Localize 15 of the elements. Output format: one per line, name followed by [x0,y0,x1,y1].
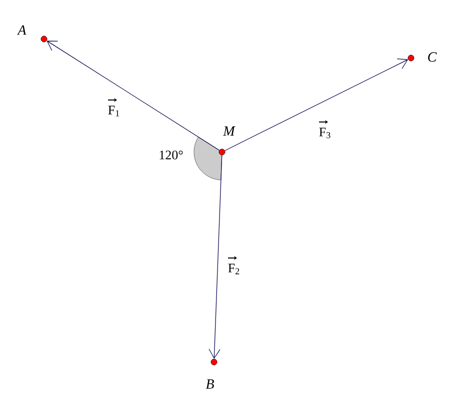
force-vector [208,154,222,359]
point [40,36,48,42]
point [218,148,226,156]
force-vector [46,40,220,151]
point-label: B [206,379,214,389]
point [408,54,414,62]
edge-label: F$_{2}$ [228,256,240,274]
point-label: A [16,25,26,35]
force-vector [224,58,408,151]
point-label: M [223,126,236,136]
angle-label: 120° [160,150,183,160]
edge-label: F$_{1}$ [108,98,120,116]
point [210,358,218,366]
point-label: C [428,52,437,62]
edge-label: F$_{3}$ [318,120,330,138]
